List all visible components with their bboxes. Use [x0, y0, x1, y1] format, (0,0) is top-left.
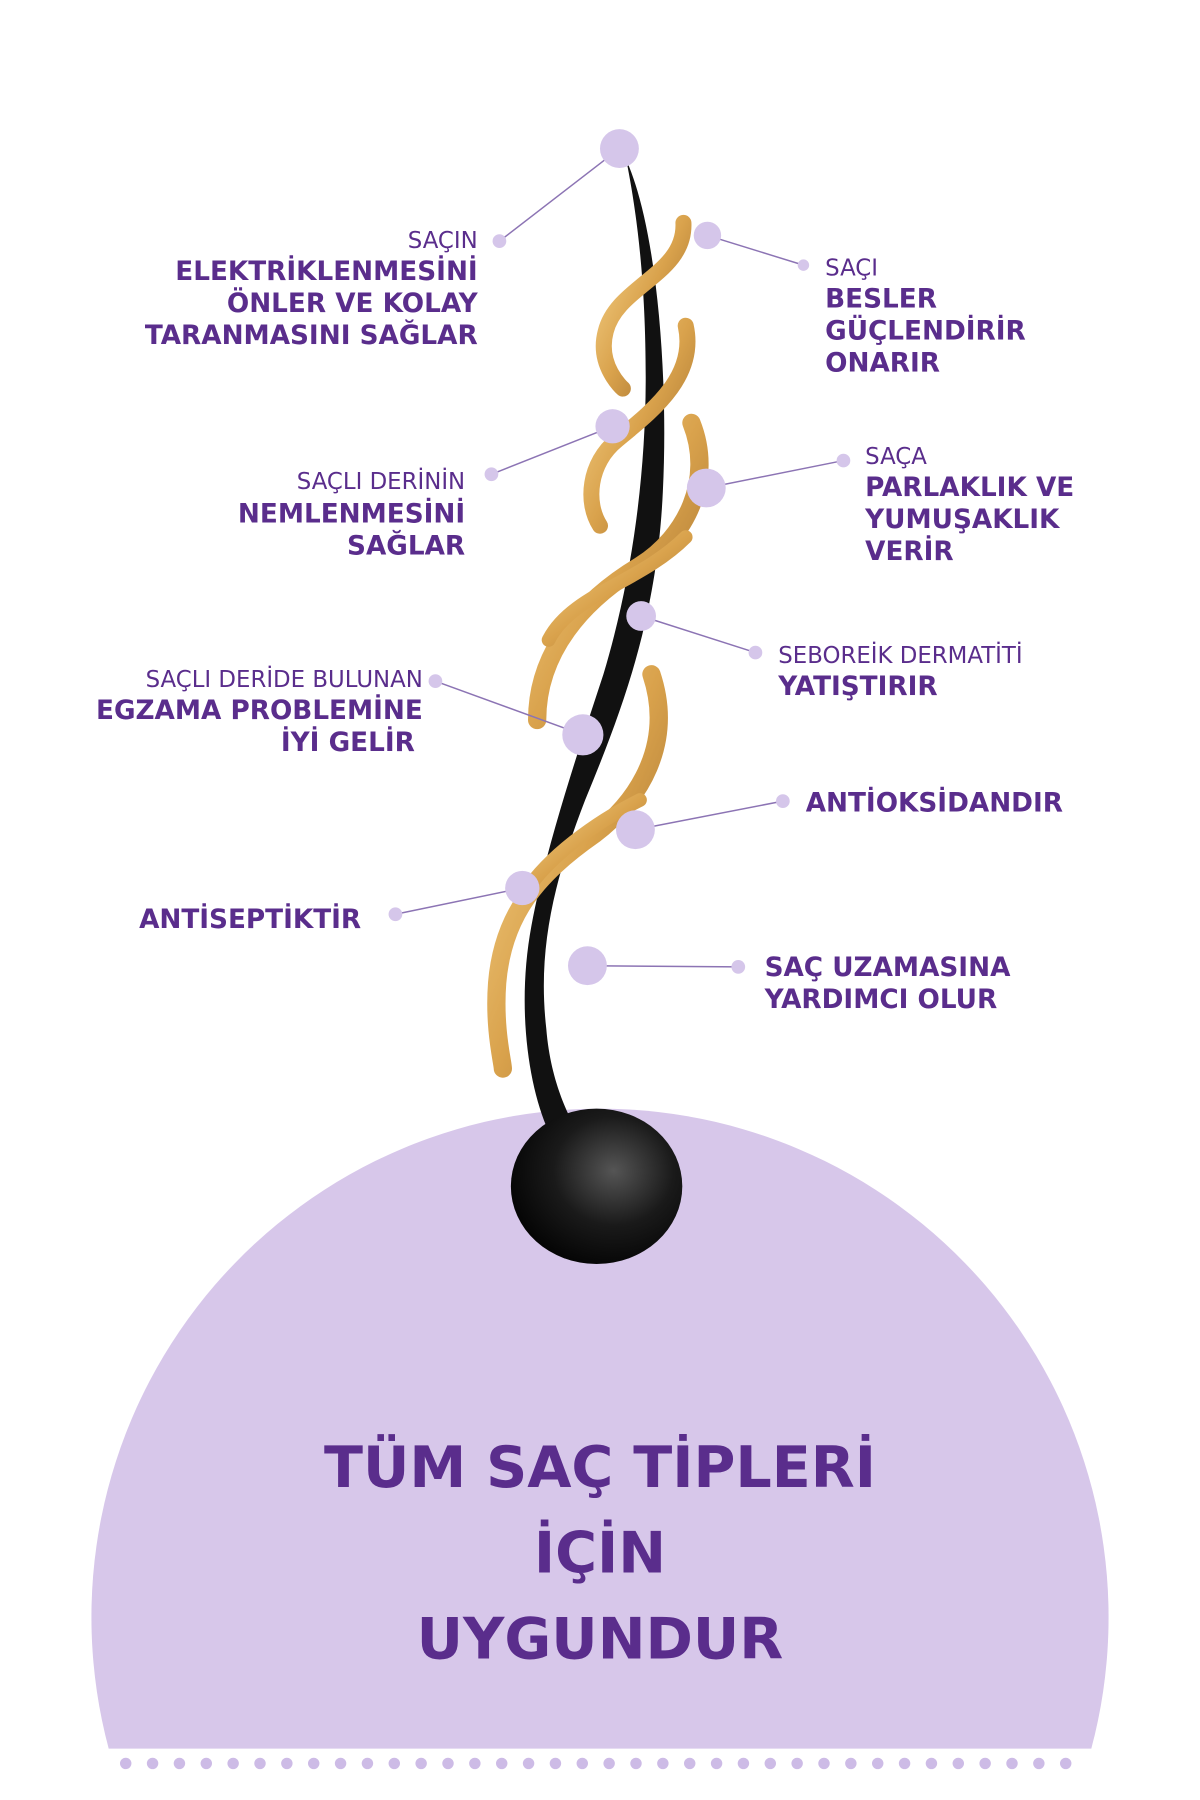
divider-dot — [388, 1757, 400, 1770]
divider-dot — [334, 1757, 347, 1770]
divider-dot — [764, 1757, 776, 1770]
hair-shaft — [524, 160, 665, 1132]
callout-line: NEMLENMESİNİ — [238, 497, 465, 529]
callout-intro: SAÇA — [865, 444, 927, 470]
headline-line: İÇİN — [534, 1520, 666, 1587]
divider-dot — [442, 1757, 454, 1770]
callout-antiseptic: ANTİSEPTİKTİR — [139, 903, 361, 935]
divider-dot — [657, 1757, 669, 1770]
callout-nourish: SAÇI BESLER GÜÇLENDİRİR ONARIR — [825, 255, 1026, 378]
divider-dot — [1060, 1757, 1072, 1770]
dotted-divider — [120, 1757, 1072, 1770]
hair-illustration — [487, 160, 709, 1264]
callout-seborrheic: SEBOREİK DERMATİTİ YATIŞTIRIR — [777, 641, 1022, 702]
divider-dot — [469, 1757, 481, 1770]
callout-line: ANTİOKSİDANDIR — [806, 786, 1063, 818]
divider-dot — [684, 1757, 696, 1770]
callout-line: ELEKTRİKLENMESİNİ — [175, 255, 477, 287]
divider-dot — [522, 1757, 535, 1770]
divider-dot — [791, 1757, 803, 1770]
lavender-backdrop — [91, 1108, 1109, 1749]
callout-line: ONARIR — [825, 348, 940, 378]
callout-moisture: SAÇLI DERİNİN NEMLENMESİNİ SAĞLAR — [238, 467, 465, 561]
callout-antioxidant: ANTİOKSİDANDIR — [806, 786, 1063, 818]
divider-dot — [603, 1757, 615, 1770]
divider-dot — [818, 1757, 830, 1770]
divider-dot — [146, 1757, 159, 1770]
callout-growth: SAÇ UZAMASINA YARDIMCI OLUR — [764, 953, 1012, 1015]
headline-line: UYGUNDUR — [417, 1606, 784, 1672]
divider-dot — [898, 1757, 911, 1770]
hair-bulb — [510, 1108, 683, 1264]
divider-dot — [415, 1757, 427, 1770]
callout-antistatic: SAÇIN ELEKTRİKLENMESİNİ ÖNLER VE KOLAY T… — [145, 228, 479, 351]
divider-dot — [281, 1757, 293, 1770]
divider-dot — [1033, 1757, 1045, 1770]
connectors — [388, 129, 851, 986]
divider-dot — [845, 1757, 857, 1770]
callout-line: ÖNLER VE KOLAY — [227, 286, 479, 319]
divider-dot — [872, 1757, 884, 1770]
callout-line: VERİR — [865, 535, 954, 567]
divider-dot — [925, 1757, 938, 1770]
callout-line: PARLAKLIK VE — [865, 473, 1074, 503]
callout-line: YARDIMCI OLUR — [764, 985, 998, 1015]
callout-line: İYİ GELİR — [281, 726, 415, 758]
divider-dot — [576, 1757, 588, 1770]
divider-dot — [630, 1757, 642, 1770]
callout-intro: SEBOREİK DERMATİTİ — [778, 641, 1022, 669]
divider-dot — [979, 1757, 991, 1770]
callout-line: TARANMASINI SAĞLAR — [145, 319, 478, 351]
callout-line: SAÇ UZAMASINA — [765, 953, 1012, 983]
callout-line: ANTİSEPTİKTİR — [139, 903, 361, 935]
divider-dot — [361, 1757, 374, 1770]
divider-dot — [952, 1757, 964, 1770]
divider-dot — [549, 1757, 562, 1770]
divider-dot — [496, 1757, 508, 1770]
gold-ribbons — [487, 214, 709, 1078]
headline: TÜM SAÇ TİPLERİ İÇİN UYGUNDUR — [324, 1434, 876, 1672]
callout-line: EGZAMA PROBLEMİNE — [96, 694, 423, 726]
divider-dot — [173, 1757, 186, 1770]
callout-intro: SAÇI — [825, 255, 878, 281]
callout-intro: SAÇIN — [408, 228, 478, 254]
divider-dot — [308, 1757, 320, 1770]
callout-line: SAĞLAR — [347, 529, 465, 561]
callout-line: YUMUŞAKLIK — [864, 505, 1061, 535]
callout-shine: SAÇA PARLAKLIK VE YUMUŞAKLIK VERİR — [864, 444, 1074, 567]
divider-dot — [200, 1757, 212, 1770]
callout-line: YATIŞTIRIR — [777, 672, 937, 702]
divider-dot — [710, 1757, 723, 1770]
divider-dot — [120, 1757, 132, 1770]
callout-intro: SAÇLI DERİDE BULUNAN — [146, 665, 423, 693]
divider-dot — [737, 1757, 750, 1770]
callout-eczema: SAÇLI DERİDE BULUNAN EGZAMA PROBLEMİNE İ… — [96, 665, 423, 758]
callout-line: GÜÇLENDİRİR — [825, 313, 1026, 346]
headline-line: TÜM SAÇ TİPLERİ — [324, 1434, 876, 1501]
divider-dot — [1006, 1757, 1018, 1770]
callout-line: BESLER — [825, 284, 937, 314]
divider-dot — [254, 1757, 266, 1770]
divider-dot — [227, 1757, 239, 1770]
callout-intro: SAÇLI DERİNİN — [297, 467, 465, 495]
